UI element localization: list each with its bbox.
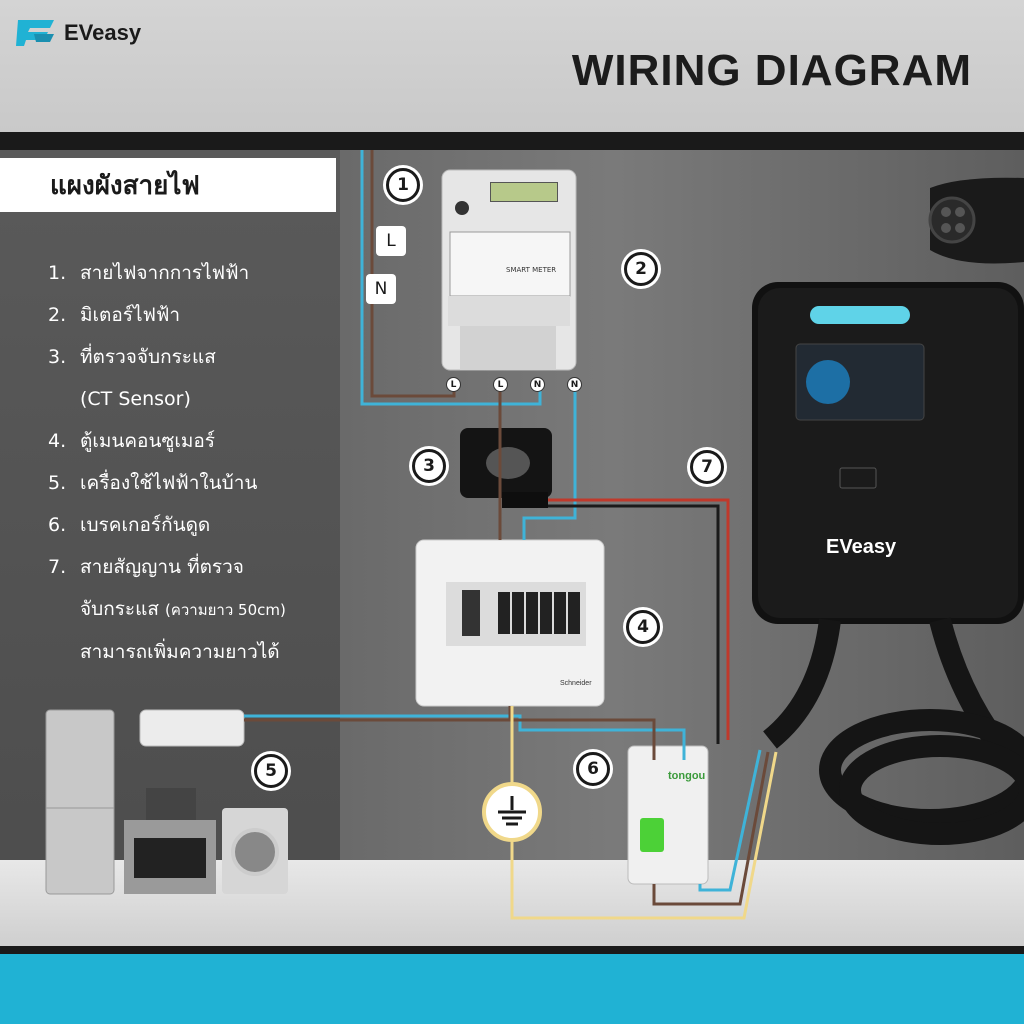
legend-heading: แผงผังสายไฟ xyxy=(50,170,200,201)
rcd-brand: tongou xyxy=(668,770,706,782)
wire-live-3 xyxy=(244,706,512,722)
legend-item-number: 7. xyxy=(48,556,67,578)
legend-item-continuation: จับกระแส (ความยาว 50cm) xyxy=(48,588,338,631)
charger-cable xyxy=(762,617,1024,845)
legend-item-number: 3. xyxy=(48,346,67,368)
wire-signal-red xyxy=(548,498,730,740)
legend-item-text: เครื่องใช้ไฟฟ้าในบ้าน xyxy=(80,472,258,494)
brand-name: EVeasy xyxy=(64,20,142,45)
legend-item-text: ตู้เมนคอนซูเมอร์ xyxy=(80,430,215,452)
badge-2: 2 xyxy=(624,252,658,286)
legend-item-number: 2. xyxy=(48,304,67,326)
legend-item7-line3: สามารถเพิ่มความยาวได้ xyxy=(80,641,280,663)
legend-item: 3. ที่ตรวจจับกระแส xyxy=(48,336,338,378)
legend-heading-box: แผงผังสายไฟ xyxy=(0,158,336,212)
wire-neutral-3 xyxy=(244,714,686,760)
legend-item-number: 6. xyxy=(48,514,67,536)
logo-icon xyxy=(16,20,54,46)
ev-plug-icon xyxy=(928,177,1024,264)
badge-4: 4 xyxy=(626,610,660,644)
legend-item-text: ที่ตรวจจับกระแส xyxy=(80,346,216,368)
wire-live-5 xyxy=(652,751,770,906)
legend-item-number: 1. xyxy=(48,262,67,284)
header-divider xyxy=(0,132,1024,150)
footer-divider xyxy=(0,946,1024,954)
meter-label: SMART METER xyxy=(506,266,557,274)
footer-bar xyxy=(0,954,1024,1024)
brand-logo: EVeasy xyxy=(14,16,141,50)
ev-charger xyxy=(752,282,1024,624)
header xyxy=(0,0,1024,132)
legend-item: 5. เครื่องใช้ไฟฟ้าในบ้าน xyxy=(48,462,338,504)
legend-item7-length: (ความยาว 50cm) xyxy=(165,601,286,619)
badge-7: 7 xyxy=(690,450,724,484)
legend-item-continuation: สามารถเพิ่มความยาวได้ xyxy=(48,631,338,673)
legend-item7-line2: จับกระแส xyxy=(80,598,159,620)
legend-item: 1. สายไฟจากการไฟฟ้า xyxy=(48,252,338,294)
legend-item-text: (CT Sensor) xyxy=(80,388,191,410)
ground-icon xyxy=(482,782,542,842)
wire-tag-live: L xyxy=(376,226,406,256)
wire-live-4 xyxy=(510,718,656,760)
wire-tag-neutral: N xyxy=(366,274,396,304)
legend-item-text: สายสัญญาน ที่ตรวจ xyxy=(80,556,244,578)
legend-item: 2. มิเตอร์ไฟฟ้า xyxy=(48,294,338,336)
wire-neutral-1 xyxy=(360,150,542,406)
meter-terminal: L xyxy=(446,377,461,392)
meter-terminal: N xyxy=(530,377,545,392)
consumer-unit xyxy=(415,539,605,707)
page-title: WIRING DIAGRAM xyxy=(571,46,972,95)
badge-1: 1 xyxy=(386,168,420,202)
legend-item-text: สายไฟจากการไฟฟ้า xyxy=(80,262,250,284)
household-appliances xyxy=(45,709,288,895)
legend-item-text: มิเตอร์ไฟฟ้า xyxy=(80,304,181,326)
legend-item: (CT Sensor) xyxy=(48,378,338,420)
ct-sensor xyxy=(460,428,552,508)
wire-neutral-2 xyxy=(522,384,577,540)
electric-meter xyxy=(441,169,577,371)
panel-brand: Schneider xyxy=(560,680,592,687)
legend-item-text: เบรคเกอร์กันดูด xyxy=(80,514,211,536)
meter-display xyxy=(490,182,558,202)
badge-5: 5 xyxy=(254,754,288,788)
charger-brand: EVeasy xyxy=(826,536,897,558)
legend-item: 6. เบรคเกอร์กันดูด xyxy=(48,504,338,546)
legend-item-number: 5. xyxy=(48,472,67,494)
badge-6: 6 xyxy=(576,752,610,786)
wire-neutral-4 xyxy=(698,749,762,892)
rcd-breaker xyxy=(627,745,709,885)
legend-item: 7. สายสัญญาน ที่ตรวจ xyxy=(48,546,338,588)
wire-signal-black xyxy=(548,504,720,744)
legend-list: 1. สายไฟจากการไฟฟ้า 2. มิเตอร์ไฟฟ้า 3. ที่ต… xyxy=(48,252,338,673)
meter-terminal: L xyxy=(493,377,508,392)
badge-3: 3 xyxy=(412,449,446,483)
legend-item: 4. ตู้เมนคอนซูเมอร์ xyxy=(48,420,338,462)
meter-terminal: N xyxy=(567,377,582,392)
legend-item-number: 4. xyxy=(48,430,67,452)
